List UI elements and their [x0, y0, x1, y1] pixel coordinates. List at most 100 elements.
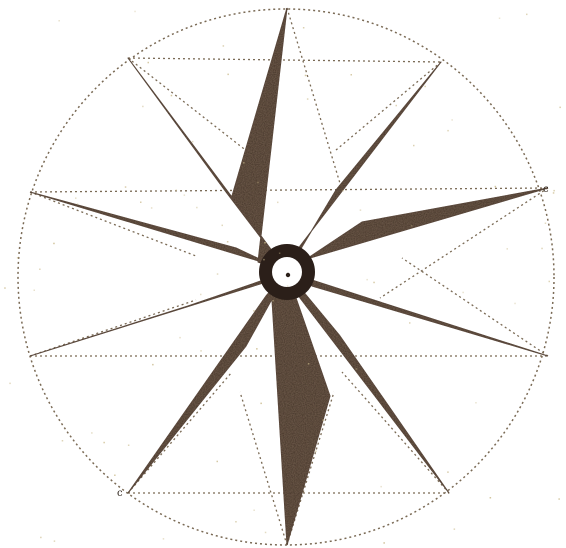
speckle — [507, 248, 509, 250]
speckle — [553, 192, 555, 194]
speckle — [39, 269, 41, 271]
speckle — [77, 203, 79, 205]
construction-line — [402, 258, 548, 356]
speckle — [58, 20, 60, 22]
speckle — [307, 98, 309, 100]
speckle — [200, 294, 202, 296]
speckle — [462, 292, 464, 294]
point-label-c-left: c — [117, 488, 123, 499]
speckle — [451, 119, 453, 121]
speckle — [558, 498, 560, 500]
speckle — [4, 287, 6, 289]
speckle — [9, 383, 11, 385]
speckle — [54, 540, 56, 542]
speckle — [373, 282, 375, 284]
star-blade — [287, 188, 548, 272]
speckle — [163, 538, 165, 540]
speckle — [383, 542, 385, 544]
speckle — [125, 186, 127, 188]
speckle — [103, 442, 105, 444]
speckle — [424, 86, 426, 88]
speckle — [277, 202, 279, 204]
speckle — [380, 486, 382, 488]
speckle — [171, 95, 173, 97]
speckle — [287, 285, 289, 287]
construction-line — [287, 8, 342, 190]
speckle — [272, 300, 274, 302]
speckle — [499, 18, 501, 20]
speckle — [308, 363, 310, 365]
speckle — [526, 14, 528, 16]
speckle — [128, 445, 129, 447]
speckle — [323, 419, 325, 421]
construction-line — [128, 372, 232, 493]
speckle — [411, 225, 413, 227]
speckle — [260, 403, 262, 405]
speckle — [495, 186, 497, 188]
star-blade — [232, 8, 287, 272]
speckle — [475, 402, 477, 404]
speckle — [200, 350, 202, 352]
speckle — [75, 197, 77, 199]
speckle — [114, 475, 116, 477]
speckle — [176, 190, 178, 192]
speckle — [303, 27, 305, 29]
speckle — [217, 461, 219, 463]
speckle — [217, 273, 219, 275]
speckle — [351, 74, 353, 76]
speckle — [253, 310, 255, 312]
speckle — [253, 510, 255, 512]
speckle — [134, 11, 136, 13]
speckle — [413, 145, 415, 147]
speckle — [256, 348, 258, 350]
speckle — [315, 451, 317, 453]
center-point — [286, 273, 290, 277]
speckle — [279, 253, 281, 255]
speckle — [227, 241, 229, 243]
speckle — [257, 182, 259, 184]
speckle — [356, 368, 358, 370]
speckle — [514, 303, 516, 305]
speckle — [222, 225, 224, 227]
speckle — [223, 45, 225, 47]
speckle — [62, 440, 64, 442]
speckle — [396, 105, 398, 107]
speckle — [91, 432, 93, 434]
speckle — [227, 74, 229, 76]
star-blade — [128, 272, 287, 493]
speckle — [151, 207, 153, 209]
speckle — [53, 243, 55, 245]
speckle — [342, 190, 344, 192]
star-blade — [287, 272, 548, 356]
speckle — [263, 259, 265, 261]
speckle — [265, 532, 267, 534]
speckle — [454, 528, 456, 530]
speckle — [179, 337, 181, 339]
hub-hole — [272, 257, 302, 287]
speckle — [40, 537, 42, 539]
speckle — [409, 322, 411, 324]
construction-line — [30, 192, 196, 256]
speckle — [235, 521, 237, 523]
speckle — [243, 162, 245, 164]
speckle — [142, 106, 144, 108]
center-hub — [259, 244, 315, 300]
speckle — [148, 62, 150, 64]
construction-line — [128, 58, 441, 62]
construction-line — [342, 372, 449, 493]
point-label-c-right: c — [543, 184, 549, 195]
speckle — [447, 130, 449, 132]
construction-line — [30, 188, 548, 192]
speckle — [140, 202, 142, 204]
speckle — [17, 257, 19, 259]
speckle — [366, 279, 368, 281]
speckle — [264, 242, 266, 244]
speckle — [196, 207, 198, 209]
speckle — [34, 290, 36, 292]
speckle — [545, 223, 547, 225]
speckle — [447, 471, 449, 473]
star-blade — [30, 272, 287, 356]
speckle — [490, 497, 492, 499]
